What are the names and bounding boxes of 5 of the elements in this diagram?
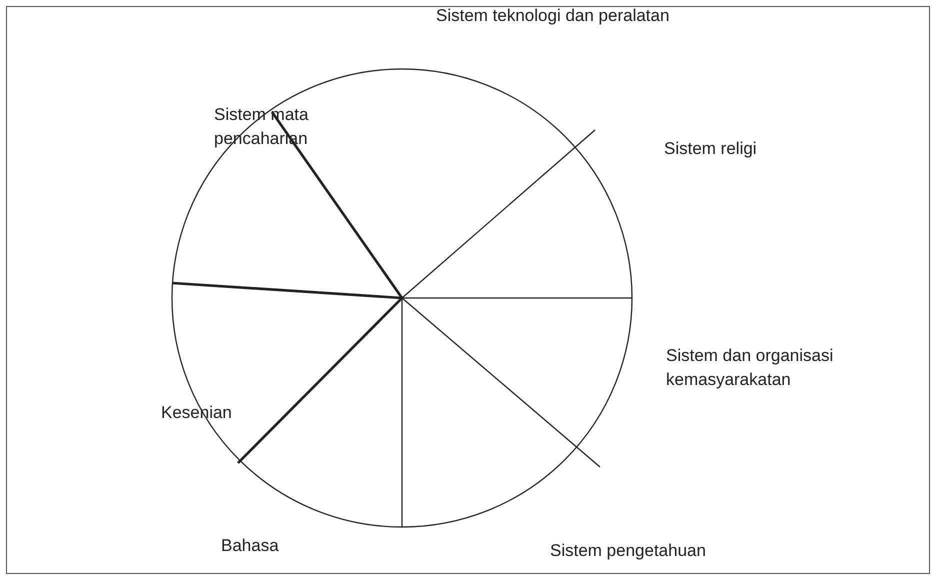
sector-label: Bahasa — [221, 536, 279, 555]
sector-label: Sistem religi — [664, 139, 757, 158]
sector-label: Sistem pengetahuan — [550, 541, 706, 560]
sector-label: Sistem dan organisasi kemasyarakatan — [666, 346, 834, 389]
sector-label: Sistem teknologi dan peralatan — [436, 6, 670, 25]
